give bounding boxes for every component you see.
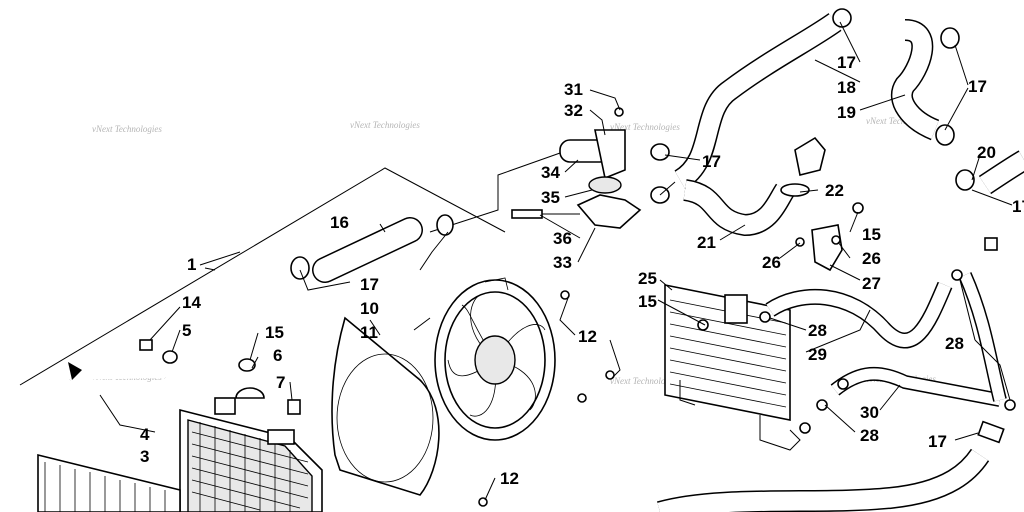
hose-16: [290, 214, 454, 283]
callout-17: 17: [837, 53, 856, 72]
callout-17: 17: [702, 152, 721, 171]
callout-12: 12: [500, 469, 519, 488]
hose-right: [958, 237, 1007, 444]
fan-assembly: [434, 277, 556, 441]
callout-15: 15: [638, 292, 657, 311]
callout-26: 26: [862, 249, 881, 268]
callout-11: 11: [360, 323, 378, 342]
callout-3: 3: [140, 447, 149, 466]
callout-30: 30: [860, 403, 879, 422]
callout-31: 31: [564, 80, 583, 99]
callout-10: 10: [360, 299, 379, 318]
callout-6: 6: [273, 346, 282, 365]
callout-27: 27: [862, 274, 881, 293]
callout-4: 4: [140, 425, 150, 444]
callout-33: 33: [553, 253, 572, 272]
watermark: vNext Technologies: [350, 120, 420, 130]
callout-labels: 1 14 5 4 3 15 6 7 10 11 12 12 16 17 31 3…: [140, 53, 1024, 488]
callout-20: 20: [977, 143, 996, 162]
callout-15: 15: [862, 225, 881, 244]
hose-20: [955, 150, 1024, 195]
callout-32: 32: [564, 101, 583, 120]
hose-18: [673, 8, 852, 190]
callout-15: 15: [265, 323, 284, 342]
callout-35: 35: [541, 188, 560, 207]
callout-21: 21: [697, 233, 716, 252]
callout-29: 29: [808, 345, 827, 364]
callout-17: 17: [360, 275, 379, 294]
callout-28: 28: [945, 334, 964, 353]
callout-28: 28: [860, 426, 879, 445]
callout-17: 17: [928, 432, 947, 451]
fan-shroud: [331, 316, 440, 496]
bolts: [478, 107, 1016, 507]
callout-34: 34: [541, 163, 560, 182]
callout-25: 25: [638, 269, 657, 288]
watermark: vNext Technologies: [866, 116, 936, 126]
hose-bottom: [657, 448, 990, 512]
callout-26: 26: [762, 253, 781, 272]
callout-36: 36: [553, 229, 572, 248]
callout-5: 5: [182, 321, 191, 340]
thermostat-housing: [511, 129, 642, 229]
callout-1: 1: [187, 255, 196, 274]
callout-22: 22: [825, 181, 844, 200]
callout-28: 28: [808, 321, 827, 340]
watermark: vNext Technologies: [610, 376, 680, 386]
callout-17: 17: [968, 77, 987, 96]
radiator-fittings: [139, 339, 301, 415]
watermark: vNext Technologies: [92, 124, 162, 134]
callout-18: 18: [837, 78, 856, 97]
watermark: vNext Technologies: [610, 122, 680, 132]
callout-17: 17: [1012, 197, 1024, 216]
overflow-hose: [67, 346, 168, 382]
callout-16: 16: [330, 213, 349, 232]
hose-19: [890, 19, 960, 146]
callout-7: 7: [276, 373, 285, 392]
hose-29: [765, 281, 953, 349]
callout-14: 14: [182, 293, 201, 312]
radiator-screen: [37, 453, 181, 512]
sensor-22: [780, 136, 826, 197]
radiator: [179, 397, 323, 512]
leader-lines: [99, 21, 1013, 501]
hose-30: [830, 366, 1002, 407]
callout-19: 19: [837, 103, 856, 122]
callout-12: 12: [578, 327, 597, 346]
